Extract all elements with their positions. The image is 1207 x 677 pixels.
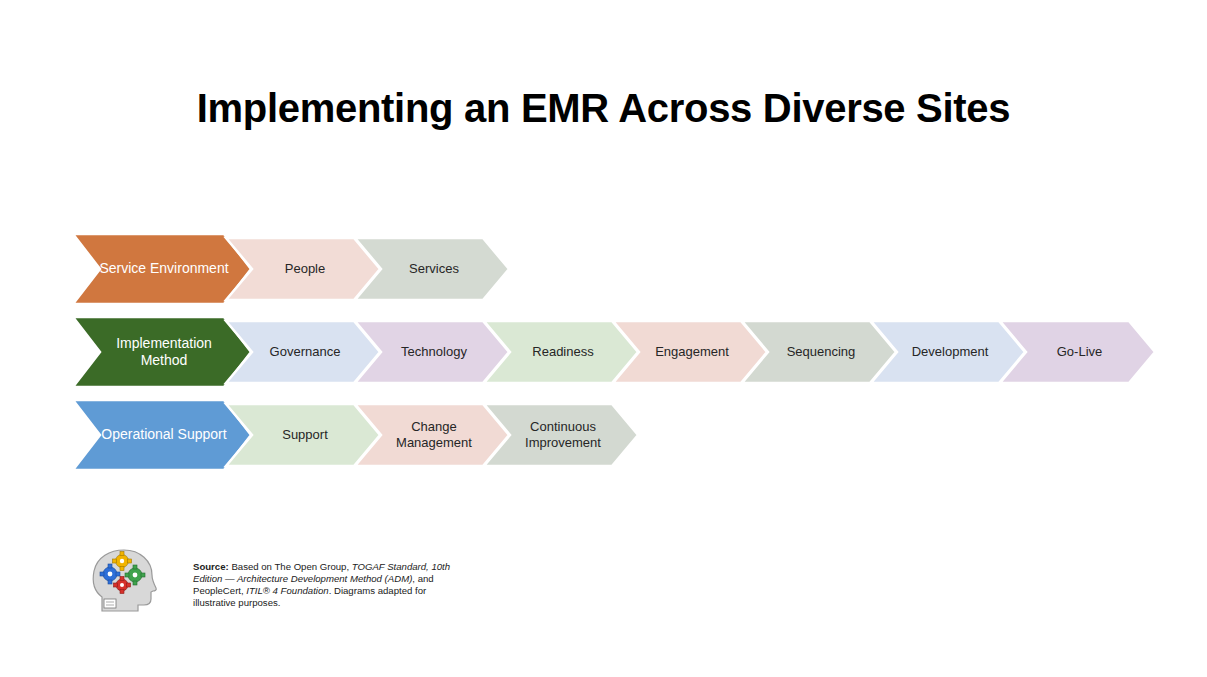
chevron-shape xyxy=(742,321,896,383)
chevron-text-area: Readiness xyxy=(508,321,618,383)
chevron-text-stack: Sequencing xyxy=(787,344,856,360)
chevron-shape xyxy=(484,321,638,383)
chevron-shape xyxy=(226,321,380,383)
chevron-text-stack: Continuous Improvement xyxy=(508,419,618,452)
chevron-shape xyxy=(613,321,767,383)
step-chevron: Technology xyxy=(355,321,509,383)
source-text: Based on The Open Group, xyxy=(231,561,349,572)
step-chevron: Sequencing xyxy=(742,321,896,383)
category-label: Service Environment xyxy=(99,260,228,278)
chevron-text-stack: Implementation Method xyxy=(98,335,230,370)
step-label: Services xyxy=(409,261,459,277)
chevron-text-stack: Service Environment xyxy=(99,260,228,278)
chevron-text-stack: Development xyxy=(912,344,989,360)
step-chevron: Continuous Improvement xyxy=(484,404,638,466)
head-gears-icon xyxy=(88,547,160,615)
step-label: Go-Live xyxy=(1057,344,1103,360)
chevron-text-area: People xyxy=(250,238,360,300)
chevron-text-stack: Governance xyxy=(270,344,341,360)
step-label: Support xyxy=(282,427,328,443)
chevron-text-stack: Engagement xyxy=(655,344,729,360)
chevron-text-area: Change Management xyxy=(379,404,489,466)
step-chevron: Governance xyxy=(226,321,380,383)
step-label: Readiness xyxy=(532,344,593,360)
step-chevron: Development xyxy=(871,321,1025,383)
step-chevron: Services xyxy=(355,238,509,300)
chevron-shape xyxy=(355,238,509,300)
category-chevron: Implementation Method xyxy=(73,317,251,387)
chevron-shape xyxy=(73,317,251,387)
category-label: Implementation Method xyxy=(98,335,230,370)
chevron-text-stack: People xyxy=(285,261,325,277)
category-chevron: Operational Support xyxy=(73,400,251,470)
chevron-text-stack: Go-Live xyxy=(1057,344,1103,360)
step-chevron: Go-Live xyxy=(1000,321,1155,383)
chevron-text-stack: Technology xyxy=(401,344,467,360)
chevron-shape xyxy=(871,321,1025,383)
step-chevron: People xyxy=(226,238,380,300)
step-chevron: Support xyxy=(226,404,380,466)
chevron-text-area: Go-Live xyxy=(1024,321,1135,383)
chevron-text-area: Governance xyxy=(250,321,360,383)
chevron-text-area: Engagement xyxy=(637,321,747,383)
chevron-text-stack: Change Management xyxy=(379,419,489,452)
chevron-text-area: Operational Support xyxy=(98,400,230,470)
chevron-shape xyxy=(355,321,509,383)
chevron-text-area: Continuous Improvement xyxy=(508,404,618,466)
chevron-shape xyxy=(484,404,638,466)
step-label: Continuous Improvement xyxy=(508,419,618,452)
chevron-text-stack: Readiness xyxy=(532,344,593,360)
chevron-text-area: Support xyxy=(250,404,360,466)
step-chevron: Change Management xyxy=(355,404,509,466)
step-label: Sequencing xyxy=(787,344,856,360)
chevron-text-stack: Operational Support xyxy=(101,426,226,444)
chevron-shape xyxy=(226,238,380,300)
step-label: Governance xyxy=(270,344,341,360)
chevron-text-stack: Support xyxy=(282,427,328,443)
step-label: Change Management xyxy=(379,419,489,452)
chevron-text-area: Development xyxy=(895,321,1005,383)
chevron-shape xyxy=(1000,321,1155,383)
chevron-shape xyxy=(226,404,380,466)
step-label: Development xyxy=(912,344,989,360)
chevron-shape xyxy=(73,234,251,304)
diagram-title: Implementing an EMR Across Diverse Sites xyxy=(0,86,1207,131)
step-chevron: Engagement xyxy=(613,321,767,383)
category-label: Operational Support xyxy=(101,426,226,444)
chevron-shape xyxy=(355,404,509,466)
chevron-text-area: Services xyxy=(379,238,489,300)
chevron-text-area: Sequencing xyxy=(766,321,876,383)
category-chevron: Service Environment xyxy=(73,234,251,304)
step-label: Technology xyxy=(401,344,467,360)
step-label: People xyxy=(285,261,325,277)
step-chevron: Readiness xyxy=(484,321,638,383)
chevron-text-area: Technology xyxy=(379,321,489,383)
chevron-text-stack: Services xyxy=(409,261,459,277)
chevron-shape xyxy=(73,400,251,470)
source-text: Source: xyxy=(193,561,229,572)
chevron-text-area: Implementation Method xyxy=(98,317,230,387)
source-text: ITIL® 4 Foundation xyxy=(246,585,328,596)
step-label: Engagement xyxy=(655,344,729,360)
source-note: Source: Based on The Open Group, TOGAF S… xyxy=(193,561,455,609)
chevron-text-area: Service Environment xyxy=(98,234,230,304)
